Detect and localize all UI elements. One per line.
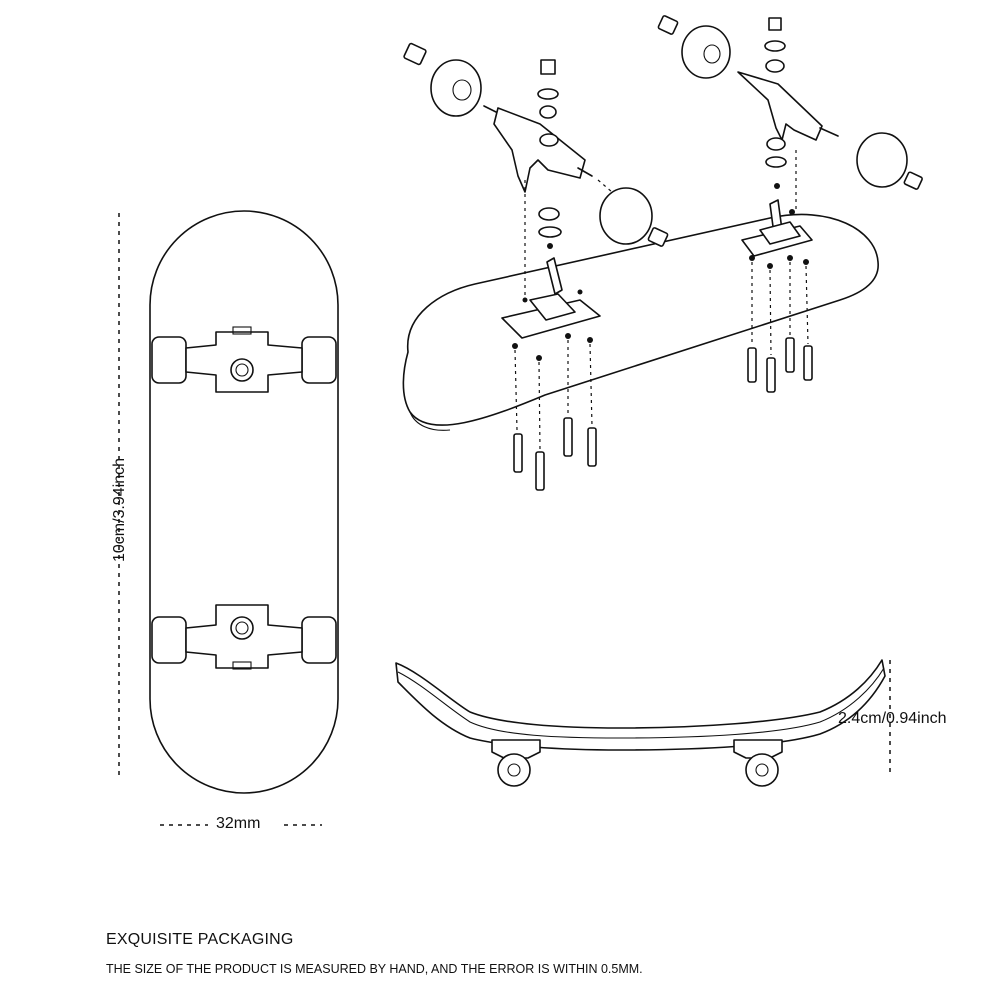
- axle-nut-rear-left: [657, 15, 679, 35]
- hole-rear-2: [749, 255, 755, 261]
- kingpin-cap-front: [540, 59, 556, 75]
- hole-front-4: [536, 355, 542, 361]
- truck-hanger-rear: [737, 71, 823, 141]
- deck-perspective: [402, 213, 879, 426]
- screw-rear-4: [803, 345, 813, 381]
- hole-rear-4: [787, 255, 793, 261]
- pivot-dot-front: [547, 243, 553, 249]
- deck-side-ply-line: [397, 667, 885, 739]
- wheel-bearing-front-left: [452, 79, 472, 101]
- bushing-front-1: [539, 105, 557, 119]
- baseplate-riser-rear: [759, 221, 801, 245]
- bushing-rear-2: [766, 137, 786, 151]
- truck-hanger-front: [493, 107, 586, 193]
- wheel-exploded-rear-left: [681, 25, 731, 79]
- pivot-dot-rear: [774, 183, 780, 189]
- side-truck-front: [491, 739, 541, 787]
- side-wheel-front: [497, 753, 531, 787]
- axle-guide-front: [597, 179, 613, 193]
- axle-stub-rear: [819, 127, 839, 137]
- hole-rear-5: [803, 259, 809, 265]
- guide-screw-2: [538, 361, 541, 451]
- hole-rear-1: [789, 209, 795, 215]
- truck-kingpin-notch-front: [232, 326, 252, 335]
- screw-rear-2: [766, 357, 776, 393]
- bushing-rear-1: [765, 59, 785, 73]
- side-wheel-hub-front: [507, 763, 521, 777]
- screws-front: [513, 417, 597, 491]
- washer-rear-2: [765, 156, 787, 168]
- wheel-front-right: [301, 336, 337, 384]
- side-wheel-rear: [745, 753, 779, 787]
- side-wheel-hub-rear: [755, 763, 769, 777]
- top-view-board: [118, 210, 339, 826]
- deck-side-profile: [395, 659, 886, 751]
- screw-rear-3: [785, 337, 795, 373]
- kingpin-washer-rear: [235, 621, 249, 635]
- kingpin-washer-front: [235, 363, 249, 377]
- screw-front-1: [513, 433, 523, 473]
- screw-front-2: [535, 451, 545, 491]
- kingpin-front: [546, 257, 563, 295]
- wheel-exploded-rear-right: [856, 132, 908, 188]
- top-truck-front: [151, 326, 337, 393]
- caption-note: THE SIZE OF THE PRODUCT IS MEASURED BY H…: [106, 962, 643, 976]
- screws-rear: [747, 337, 813, 393]
- width-dimension-label: 32mm: [216, 815, 261, 832]
- hole-front-5: [565, 333, 571, 339]
- screw-front-3: [563, 417, 573, 457]
- hole-front-3: [512, 343, 518, 349]
- deck-height-dimension-label: 2.4cm/0.94inch: [838, 710, 947, 727]
- guide-rear-screw-4: [805, 265, 809, 345]
- wheel-bearing-rear-left: [703, 44, 721, 64]
- washer-front-1: [537, 88, 559, 100]
- wheel-exploded-front-right: [599, 187, 653, 245]
- side-truck-rear: [733, 739, 783, 787]
- washer-rear-1: [764, 40, 786, 52]
- axle-nut-left: [403, 42, 427, 66]
- bushing-front-3: [538, 207, 560, 221]
- top-truck-rear: [151, 604, 337, 670]
- wheel-rear-right: [301, 616, 337, 664]
- screw-front-4: [587, 427, 597, 467]
- axle-nut-right: [647, 227, 669, 247]
- side-baseplate-front: [491, 739, 541, 759]
- height-dimension-label: 10cm/3.94inch: [111, 457, 128, 563]
- wheel-exploded-front-left: [430, 59, 482, 117]
- screw-rear-1: [747, 347, 757, 383]
- side-view-board: [395, 659, 891, 787]
- kingpin-cap-rear: [768, 17, 782, 31]
- wheel-rear-left: [151, 616, 187, 664]
- exploded-rear-truck-group: [657, 15, 923, 393]
- washer-front-2: [538, 226, 562, 238]
- axle-nut-rear-right: [903, 171, 923, 190]
- hole-front-6: [587, 337, 593, 343]
- kingpin-nut-rear: [230, 616, 254, 640]
- truck-kingpin-notch-rear: [232, 661, 252, 670]
- baseplate-riser-front: [529, 293, 576, 321]
- exploded-front-truck-group: [403, 42, 669, 491]
- deck-outline-top: [149, 210, 339, 794]
- wheel-front-left: [151, 336, 187, 384]
- axle-stub-right: [577, 167, 593, 177]
- bushing-front-2: [539, 133, 559, 147]
- deck-thickness-edge: [409, 411, 451, 431]
- exploded-view: [402, 15, 923, 491]
- caption-title: EXQUISITE PACKAGING: [106, 931, 294, 948]
- hole-front-2: [577, 289, 583, 295]
- kingpin-nut-front: [230, 358, 254, 382]
- guide-rear-screw-2: [769, 269, 772, 356]
- hole-rear-3: [767, 263, 773, 269]
